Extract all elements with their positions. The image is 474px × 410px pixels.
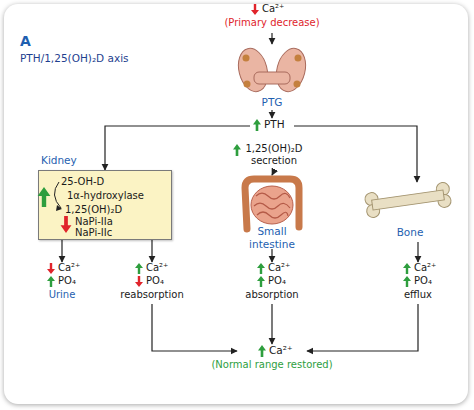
up-arrow-symbol — [38, 187, 51, 207]
intestine-coils — [254, 193, 290, 218]
node-text: efflux — [388, 289, 448, 301]
node-text: 25-OH-D — [61, 176, 104, 188]
node-text: PTG — [232, 96, 312, 109]
connector-arrow — [271, 110, 272, 118]
thyroid-lobe — [272, 45, 310, 94]
node-text: (Primary decrease) — [212, 17, 332, 29]
node-text: Ca²⁺ — [262, 3, 284, 15]
node-text: PO₄ — [146, 275, 164, 287]
node-text: NaPi-IIa — [75, 216, 113, 228]
node-text: reabsorption — [112, 289, 192, 301]
bone-fill — [373, 191, 443, 209]
large-intestine — [245, 179, 299, 229]
result-node: Ca²⁺(Normal range restored) — [237, 344, 307, 374]
reabsorption-node: Ca²⁺PO₄ reabsorption — [112, 262, 192, 304]
conversion-arrow — [54, 182, 61, 208]
connector-arrow — [271, 249, 272, 262]
intestine-node: Small intestine — [230, 175, 314, 249]
secretion-node: 1,25(OH)₂D secretion — [232, 143, 316, 171]
up-arrow-symbol — [233, 144, 241, 156]
node-text: NaPi-IIc — [75, 227, 112, 239]
node-text: 1,25(OH)₂D — [65, 204, 122, 216]
node-text: Ca²⁺ — [414, 262, 436, 274]
node-text: 1α-hydroxylase — [67, 190, 144, 202]
node-text: Kidney — [41, 154, 77, 167]
connector-arrow — [417, 242, 418, 262]
node-text: Ca²⁺ — [269, 344, 293, 357]
small-intestine — [251, 186, 293, 224]
thyroid-isthmus — [254, 72, 290, 84]
parathyroid-gland — [294, 81, 301, 88]
node-text: 1,25(OH)₂D secretion — [232, 143, 316, 167]
bone-illustration — [364, 182, 452, 219]
up-arrow-symbol — [403, 276, 411, 287]
absorption-node: Ca²⁺PO₄ absorption — [237, 262, 307, 304]
bone-node: Bone — [360, 182, 460, 242]
calcium-signal: Ca²⁺ (Primary decrease) — [212, 3, 332, 33]
node-text: Ca²⁺ — [58, 262, 80, 274]
node-text: PO₄ — [58, 275, 76, 287]
thyroid-fill — [257, 73, 287, 83]
up-arrow-symbol — [253, 119, 261, 131]
connector-arrow — [105, 126, 250, 170]
intestine-illustration — [245, 179, 299, 229]
node-text: Ca²⁺ — [268, 262, 290, 274]
down-arrow-symbol — [61, 216, 72, 233]
node-text: Urine — [30, 289, 94, 301]
node-text: Small intestine — [242, 225, 302, 250]
node-text: Ca²⁺ — [146, 262, 168, 274]
connector-arrow — [271, 304, 272, 344]
connector-arrow — [272, 171, 274, 175]
node-text: absorption — [237, 289, 307, 301]
connector-arrow — [307, 304, 418, 351]
node-text: PO₄ — [268, 275, 286, 287]
connector-arrow — [294, 126, 417, 182]
efflux-node: Ca²⁺PO₄ efflux — [388, 262, 448, 304]
thyroid-illustration — [234, 45, 310, 94]
connector-arrow — [61, 240, 62, 262]
up-arrow-symbol — [257, 263, 265, 274]
node-text: PTH — [264, 118, 285, 131]
down-arrow-symbol — [47, 263, 55, 274]
up-arrow-symbol — [135, 263, 143, 274]
node-text: PO₄ — [414, 275, 432, 287]
connector-arrow — [152, 304, 237, 351]
down-arrow-symbol — [251, 4, 259, 15]
down-arrow-symbol — [135, 276, 143, 287]
panel-title: PTH/1,25(OH)₂D axis — [20, 52, 129, 65]
gland-node: PTG — [232, 44, 312, 110]
up-arrow-symbol — [258, 345, 266, 357]
node-text: (Normal range restored) — [197, 359, 347, 371]
bone-shaft — [372, 190, 445, 210]
thyroid-lobe — [234, 45, 272, 94]
node-text: Bone — [360, 226, 460, 239]
up-arrow-symbol — [47, 276, 55, 287]
connector-arrow — [151, 240, 152, 262]
conversion-arrow-head — [56, 205, 62, 211]
urine-node: Ca²⁺PO₄ Urine — [30, 262, 94, 304]
up-arrow-symbol — [403, 263, 411, 274]
parathyroid-gland — [244, 81, 251, 88]
panel-letter: A — [20, 33, 31, 50]
up-arrow-symbol — [257, 276, 265, 287]
parathyroid-gland — [243, 55, 250, 62]
connector-arrow — [271, 33, 272, 44]
parathyroid-gland — [295, 55, 302, 62]
